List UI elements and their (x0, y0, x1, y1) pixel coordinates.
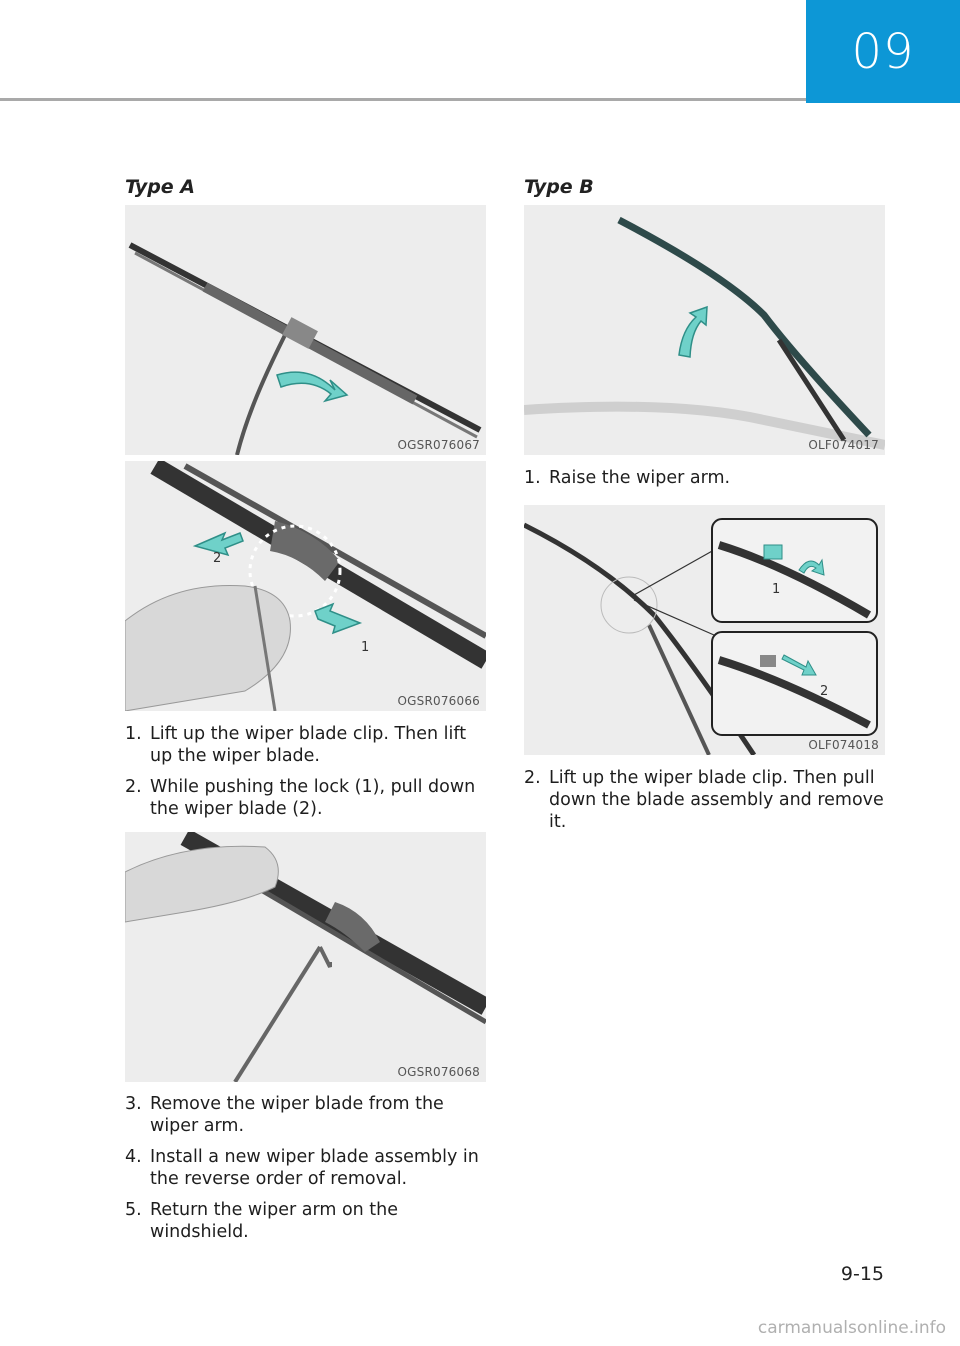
figure-type-a-remove: 2 1 OGSR076066 (125, 461, 486, 711)
callout-2: 2 (213, 551, 221, 566)
pull-arrow-icon (192, 531, 244, 557)
callout-1: 1 (772, 582, 780, 597)
figure-code: OGSR076068 (397, 1065, 480, 1079)
type-a-steps-1: 1.Lift up the wiper blade clip. Then lif… (125, 723, 486, 829)
step-item: 1.Raise the wiper arm. (524, 468, 731, 488)
raise-arrow-icon (678, 305, 708, 358)
step-item: 3.Remove the wiper blade from the wiper … (125, 1094, 444, 1136)
type-b-title: Type B (524, 176, 594, 198)
figure-code: OLF074017 (808, 438, 879, 452)
push-arrow-icon (314, 602, 363, 635)
callout-1: 1 (361, 640, 369, 655)
watermark[interactable]: carmanualsonline.info (757, 1318, 946, 1338)
header-rule (0, 98, 806, 101)
wiper-clip-detail-illustration: 1 2 (524, 518, 878, 755)
step-item: 5.Return the wiper arm on the windshield… (125, 1200, 399, 1242)
page-number: 9-15 (840, 1263, 884, 1285)
chapter-tab: 09 (806, 0, 960, 103)
type-a-title: Type A (125, 176, 196, 198)
wiper-detach-illustration (125, 832, 486, 1082)
figure-code: OGSR076066 (397, 694, 480, 708)
step-item: 2.Lift up the wiper blade clip. Then pul… (524, 768, 884, 832)
callout-2: 2 (820, 684, 828, 699)
type-b-steps-1: 1.Raise the wiper arm. (524, 467, 885, 498)
type-b-steps-2: 2.Lift up the wiper blade clip. Then pul… (524, 767, 885, 842)
rotate-arrow-icon (276, 371, 349, 403)
figure-type-b-raise: OLF074017 (524, 205, 885, 455)
figure-code: OGSR076067 (397, 438, 480, 452)
figure-type-b-clip: 1 2 OLF074018 (524, 505, 885, 755)
wiper-blade-hand-illustration: 2 1 (125, 461, 486, 711)
figure-type-a-raise: OGSR076067 (125, 205, 486, 455)
step-item: 1.Lift up the wiper blade clip. Then lif… (125, 724, 467, 766)
figure-type-a-detach: OGSR076068 (125, 832, 486, 1082)
step-item: 2.While pushing the lock (1), pull down … (125, 777, 476, 819)
wiper-arm-raise-illustration (524, 216, 885, 450)
step-item: 4.Install a new wiper blade assembly in … (125, 1147, 479, 1189)
figure-code: OLF074018 (808, 738, 879, 752)
wiper-blade-illustration (128, 242, 482, 455)
type-a-steps-2: 3.Remove the wiper blade from the wiper … (125, 1093, 486, 1252)
